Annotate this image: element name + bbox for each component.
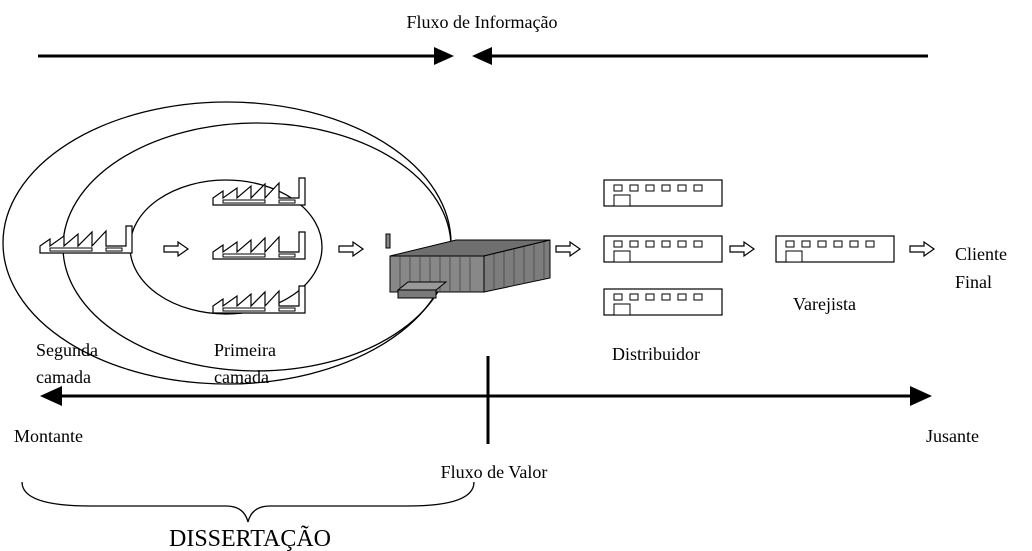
- second-tier-label: Segunda camada: [36, 340, 103, 387]
- flow-arrow-icon: [338, 241, 364, 257]
- value-flow-arrows: [40, 356, 932, 444]
- value-flow-label: Fluxo de Valor: [441, 462, 548, 482]
- flow-arrow-icon: [909, 241, 935, 257]
- factory-icon-first-tier-middle: [212, 231, 306, 260]
- upstream-label: Montante: [14, 426, 83, 446]
- focal-company-icon: [385, 233, 551, 299]
- distributor-icon-middle: [603, 235, 723, 263]
- distributor-icon-bottom: [603, 288, 723, 316]
- distributor-label: Distribuidor: [612, 344, 700, 364]
- info-flow-arrows: [38, 47, 928, 65]
- retailer-icon: [775, 235, 895, 263]
- final-customer-label: Cliente Final: [955, 244, 1012, 292]
- factory-icon-first-tier-bottom: [212, 285, 306, 314]
- distributor-icon-top: [603, 179, 723, 207]
- retailer-label: Varejista: [793, 294, 856, 314]
- downstream-label: Jusante: [926, 426, 979, 446]
- first-tier-label: Primeira camada: [214, 340, 280, 387]
- info-flow-label: Fluxo de Informação: [407, 12, 558, 32]
- scope-label: DISSERTAÇÃO: [169, 526, 331, 551]
- factory-icon-second-tier: [39, 225, 133, 254]
- scope-brace: [21, 481, 475, 523]
- factory-icon-first-tier-top: [212, 177, 306, 206]
- flow-arrow-icon: [555, 241, 581, 257]
- flow-arrow-icon: [729, 241, 755, 257]
- flow-arrow-icon: [163, 241, 189, 257]
